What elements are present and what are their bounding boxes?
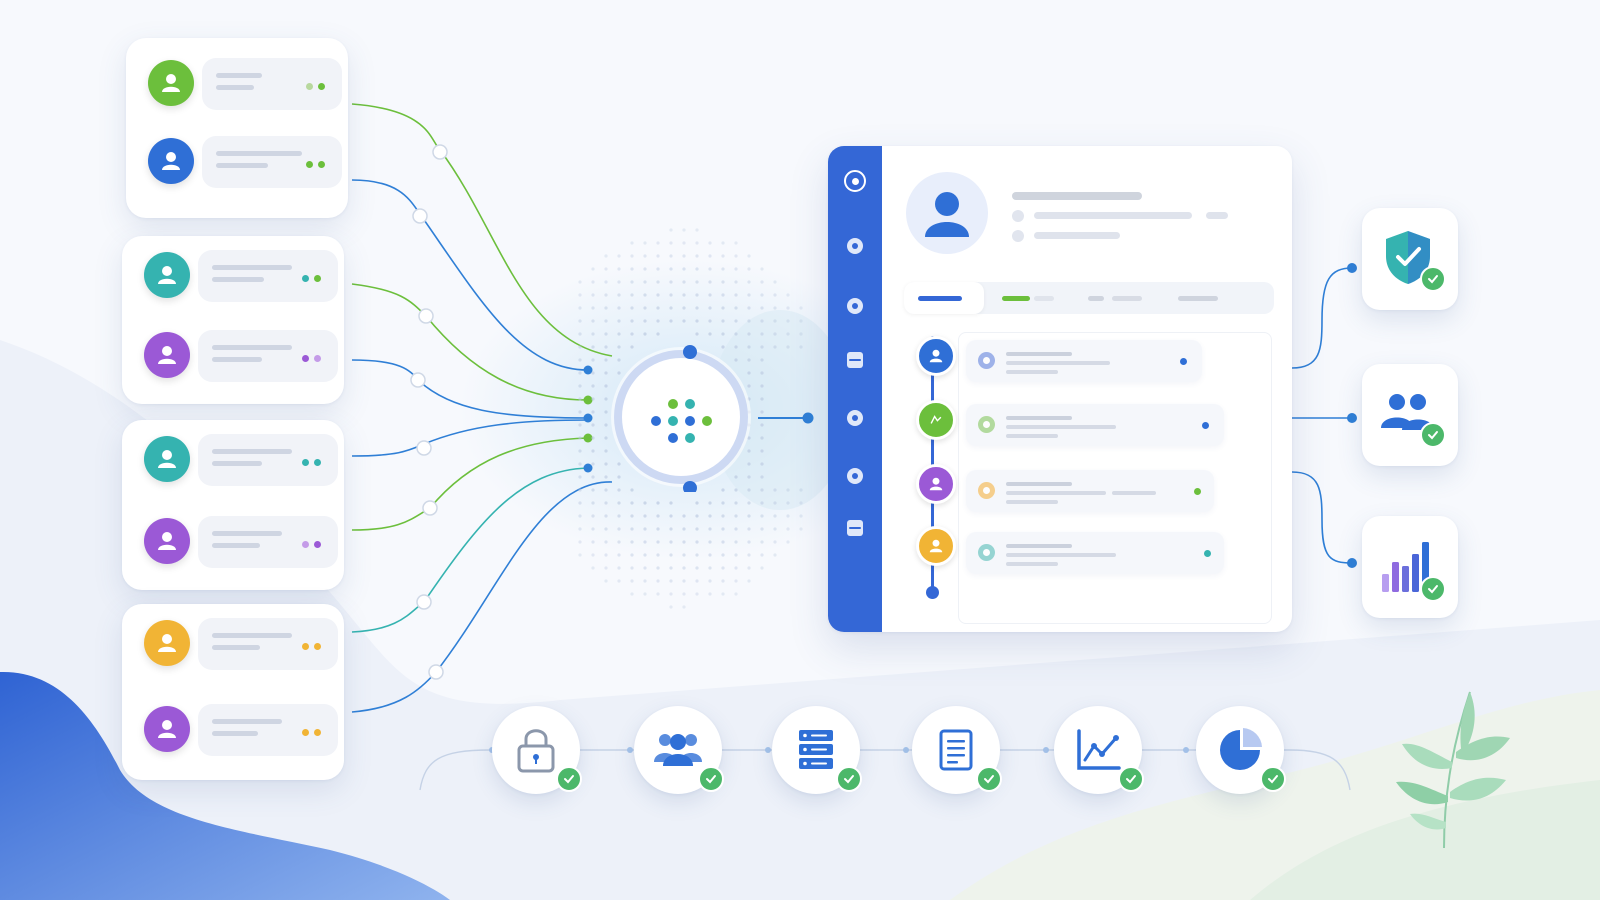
check-icon: [1420, 422, 1446, 448]
timeline-entry[interactable]: [966, 340, 1202, 382]
check-icon: [698, 766, 724, 792]
hub-node[interactable]: [606, 342, 756, 492]
timeline-entry[interactable]: [966, 532, 1224, 574]
user-card[interactable]: [126, 38, 348, 218]
user-info-placeholder: [198, 618, 338, 670]
user-row[interactable]: [136, 502, 338, 582]
user-icon: [144, 436, 190, 482]
circle-icon[interactable]: [847, 468, 863, 484]
profile-name-placeholder: [1012, 192, 1142, 200]
tab-2[interactable]: [990, 282, 1070, 314]
users-group-icon: [1381, 394, 1434, 430]
shape-icon[interactable]: [847, 410, 863, 426]
user-row[interactable]: [136, 236, 338, 316]
check-icon: [1260, 766, 1286, 792]
tab-4[interactable]: [1166, 282, 1266, 314]
sidebar: [828, 146, 882, 632]
user-icon: [144, 332, 190, 378]
check-icon: [1118, 766, 1144, 792]
user-icon: [148, 138, 194, 184]
user-info-placeholder: [198, 704, 338, 756]
timeline-user-icon: [916, 464, 956, 504]
timeline-user-icon: [916, 336, 956, 376]
step-team[interactable]: [634, 706, 724, 794]
user-info-placeholder: [198, 516, 338, 568]
user-info-placeholder: [198, 250, 338, 302]
account-icon[interactable]: [844, 170, 866, 192]
tab-bar: [904, 282, 1274, 314]
card-icon[interactable]: [847, 520, 863, 536]
user-row[interactable]: [136, 690, 338, 770]
user-row[interactable]: [136, 420, 338, 500]
user-icon: [144, 706, 190, 752]
timeline-entry[interactable]: [966, 470, 1214, 512]
hub-dots-icon: [651, 399, 712, 443]
user-card[interactable]: [122, 420, 344, 590]
user-info-placeholder: [202, 58, 342, 110]
document-icon: [939, 729, 973, 771]
step-server[interactable]: [772, 706, 862, 794]
diamond-icon[interactable]: [847, 298, 863, 314]
user-row[interactable]: [140, 44, 342, 124]
profile-avatar: [906, 172, 988, 254]
check-icon: [1420, 266, 1446, 292]
box-icon[interactable]: [847, 352, 863, 368]
step-analytics[interactable]: [1054, 706, 1144, 794]
tab-3[interactable]: [1076, 282, 1160, 314]
check-icon: [976, 766, 1002, 792]
user-info-placeholder: [202, 136, 342, 188]
user-card[interactable]: [122, 236, 344, 404]
user-info-placeholder: [198, 434, 338, 486]
server-icon: [799, 730, 833, 769]
step-lock[interactable]: [492, 706, 582, 794]
check-icon: [1420, 576, 1446, 602]
check-icon: [556, 766, 582, 792]
users-tile[interactable]: [1362, 364, 1458, 466]
team-icon: [654, 734, 702, 766]
timeline-user-icon: [916, 400, 956, 440]
check-icon: [836, 766, 862, 792]
user-icon: [144, 252, 190, 298]
user-row[interactable]: [140, 122, 342, 202]
plant-decor: [1396, 691, 1510, 849]
line-chart-icon: [1077, 729, 1121, 770]
user-card[interactable]: [122, 604, 344, 780]
profile-panel: [828, 146, 1292, 632]
bar-chart-icon: [1382, 542, 1429, 592]
user-icon: [144, 518, 190, 564]
drop-icon[interactable]: [847, 238, 863, 254]
timeline-user-icon: [916, 526, 956, 566]
user-icon: [144, 620, 190, 666]
user-row[interactable]: [136, 604, 338, 684]
step-report[interactable]: [1196, 706, 1286, 794]
pie-chart-icon: [1220, 728, 1262, 770]
timeline-entry[interactable]: [966, 404, 1224, 446]
user-row[interactable]: [136, 316, 338, 396]
step-document[interactable]: [912, 706, 1002, 794]
user-icon: [148, 60, 194, 106]
analytics-tile[interactable]: [1362, 516, 1458, 618]
lock-icon: [517, 729, 555, 773]
tab-1[interactable]: [904, 282, 984, 314]
security-tile[interactable]: [1362, 208, 1458, 310]
user-info-placeholder: [198, 330, 338, 382]
